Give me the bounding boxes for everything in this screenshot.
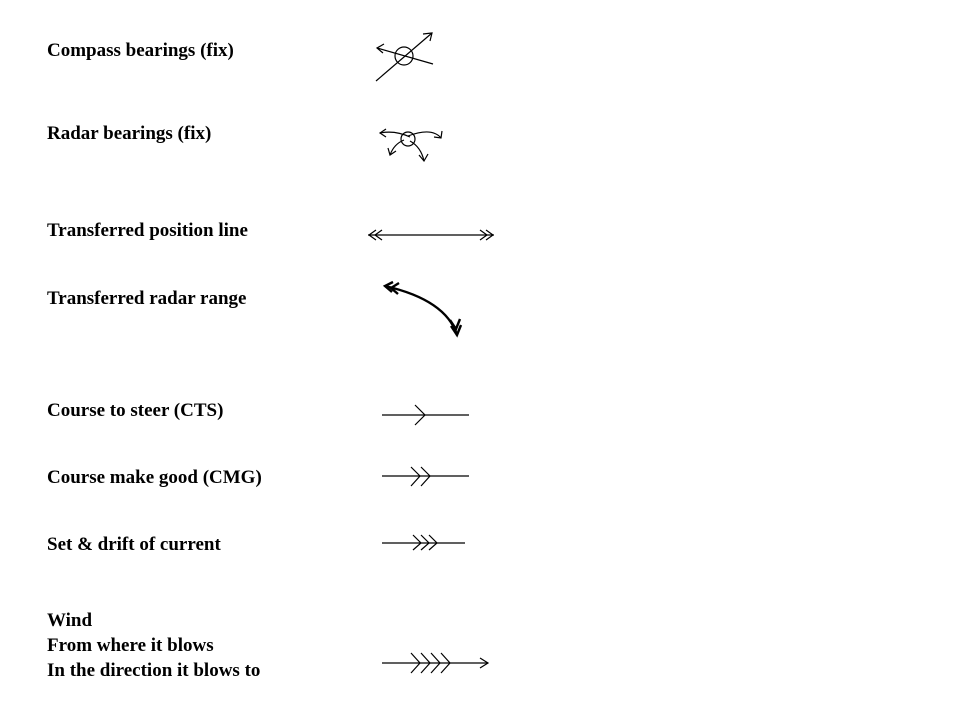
label-wind-to: In the direction it blows to	[47, 660, 261, 681]
set-drift-icon	[382, 534, 465, 551]
label-course-made-good: Course make good (CMG)	[47, 467, 262, 488]
label-radar-bearings: Radar bearings (fix)	[47, 123, 212, 144]
transferred-position-line-icon	[367, 229, 495, 241]
transferred-radar-range-icon	[382, 280, 463, 338]
wind-arrow-icon	[382, 652, 490, 674]
label-transferred-position-line: Transferred position line	[47, 220, 248, 241]
radar-bearings-icon	[378, 128, 443, 163]
label-course-to-steer: Course to steer (CTS)	[47, 400, 224, 421]
label-transferred-radar-range: Transferred radar range	[47, 288, 247, 309]
compass-bearings-icon	[375, 32, 434, 82]
label-wind-from: From where it blows	[47, 635, 214, 656]
course-made-good-icon	[382, 466, 469, 487]
label-wind: Wind	[47, 610, 93, 631]
course-to-steer-icon	[382, 404, 469, 426]
label-set-drift: Set & drift of current	[47, 534, 221, 555]
label-compass-bearings: Compass bearings (fix)	[47, 40, 234, 61]
